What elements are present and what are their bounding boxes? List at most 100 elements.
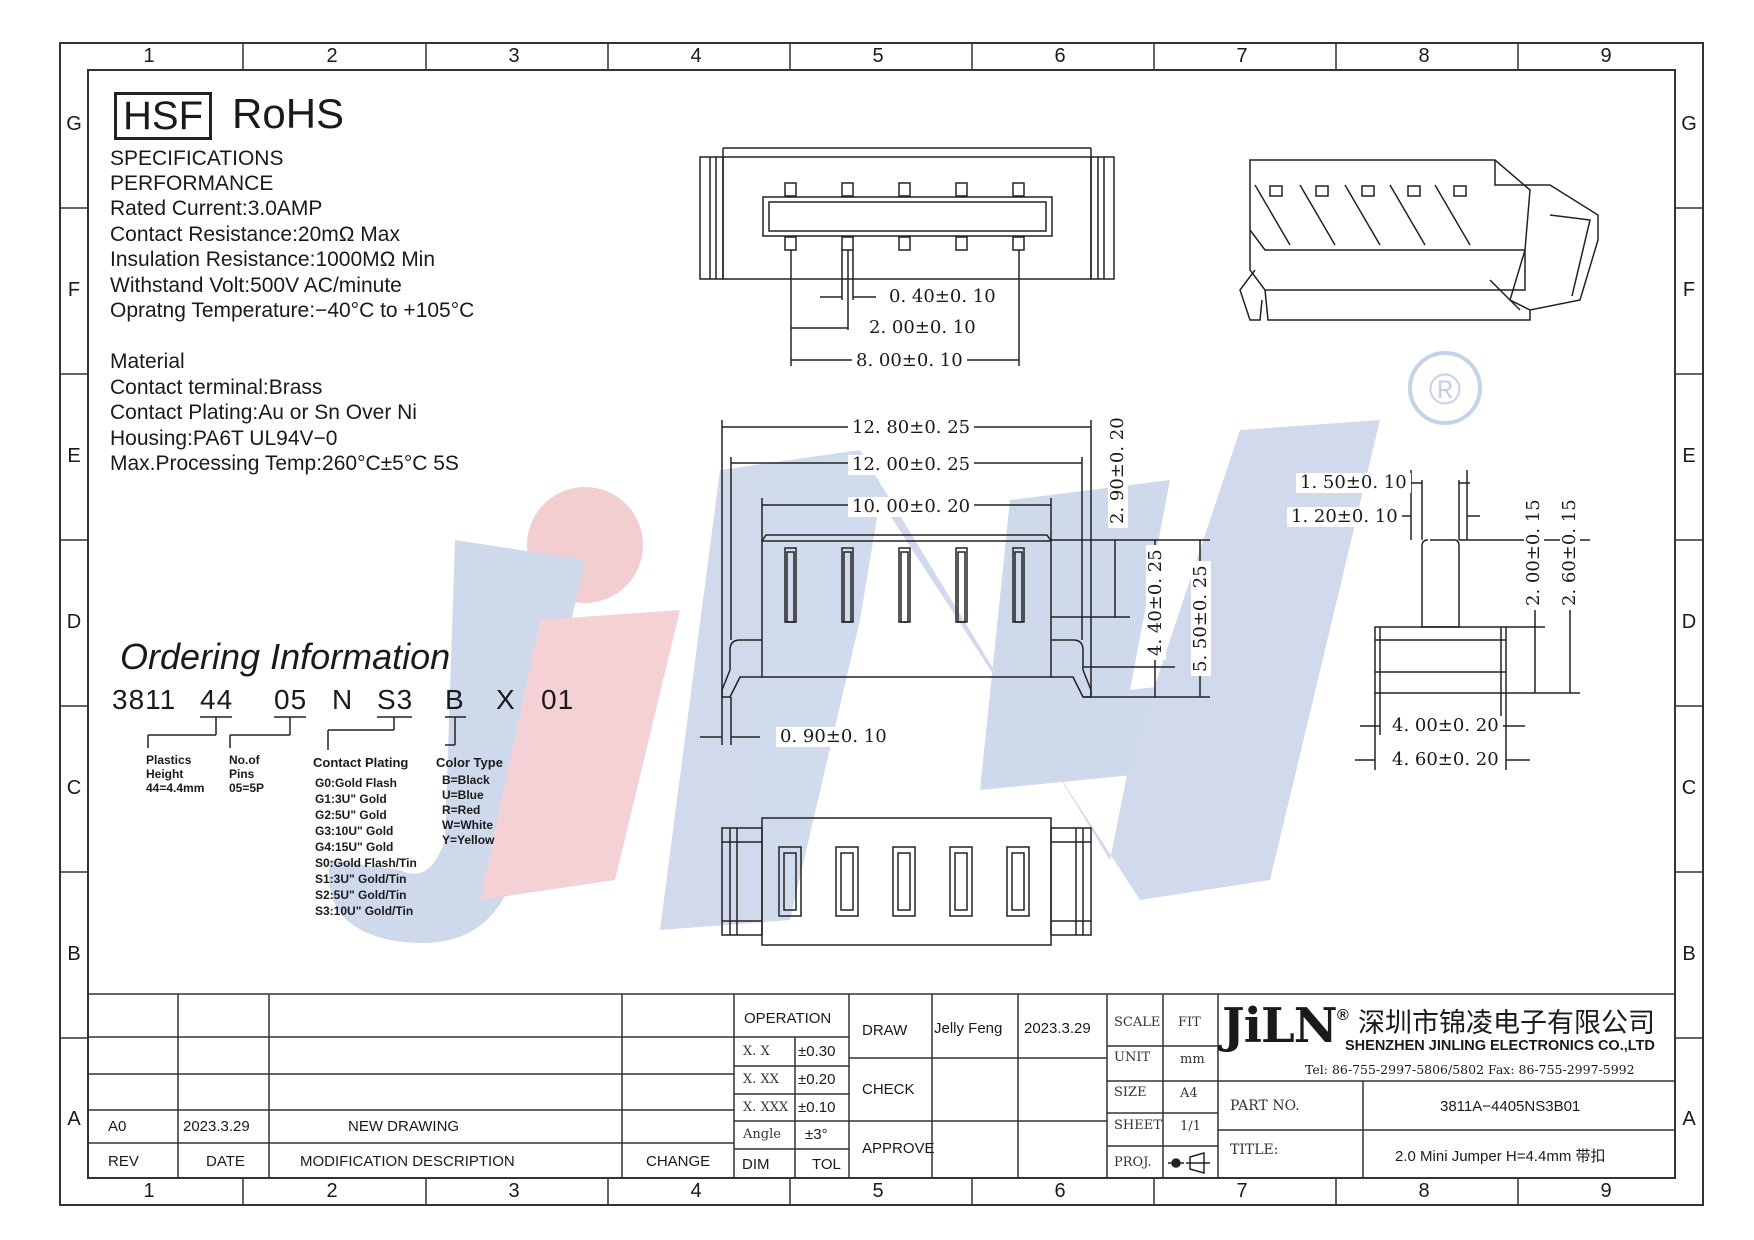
tb-sheet-value: 1/1	[1180, 1119, 1201, 1134]
dim-8-00: 8. 00±0. 10	[852, 351, 967, 371]
ordering-part-8: 01	[541, 684, 575, 715]
ordering-plating-title: Contact Plating	[313, 755, 409, 770]
zone-top-9: 9	[1600, 45, 1612, 67]
tb-x-xxx: X. XXX	[743, 1100, 789, 1115]
company-logo: JiLN	[1222, 998, 1338, 1054]
ordering-plating-3: G3:10U" Gold	[315, 824, 394, 838]
ordering-part-3: 05	[274, 684, 308, 715]
zone-left-f: F	[67, 279, 81, 301]
projection-symbol	[1168, 1152, 1210, 1174]
ordering-color-1: U=Blue	[442, 788, 484, 802]
company-tel-fax: Tel: 86-755-2997-5806/5802 Fax: 86-755-2…	[1305, 1062, 1635, 1077]
zone-left-d: D	[66, 611, 82, 633]
zone-top-3: 3	[508, 45, 520, 67]
ordering-plastics-line2: Height	[146, 767, 184, 781]
ordering-color-2: R=Red	[442, 803, 481, 817]
zone-top-4: 4	[690, 45, 702, 67]
tb-angle-tol: ±3°	[805, 1126, 828, 1143]
ordering-part-4: N	[332, 684, 354, 715]
ordering-plating-4: G4:15U" Gold	[315, 840, 394, 854]
spec-rated-current: Rated Current:3.0AMP	[110, 197, 323, 220]
ordering-plating-2: G2:5U" Gold	[315, 808, 387, 822]
spec-performance: PERFORMANCE	[110, 172, 274, 195]
tb-sheet: SHEET	[1114, 1118, 1162, 1133]
zone-left-e: E	[67, 445, 81, 467]
dim-1-20: 1. 20±0. 10	[1287, 507, 1402, 527]
tb-unit: UNIT	[1114, 1050, 1151, 1065]
change-header: CHANGE	[646, 1153, 711, 1170]
bottom-view	[721, 817, 1092, 946]
tb-x-x-tol: ±0.30	[798, 1043, 836, 1060]
dim-12-00: 12. 00±0. 25	[848, 455, 975, 475]
ordering-part-6: B	[445, 684, 465, 715]
tb-check: CHECK	[862, 1081, 915, 1098]
ordering-part-1: 3811	[112, 684, 177, 715]
rohs-label: RoHS	[232, 90, 345, 137]
isometric-view	[1239, 159, 1599, 321]
zone-top-8: 8	[1418, 45, 1430, 67]
ordering-part-7: X	[496, 684, 516, 715]
ordering-color-3: W=White	[442, 818, 493, 832]
zone-left-g: G	[66, 113, 82, 135]
ordering-color-0: B=Black	[442, 773, 490, 787]
ordering-part-2: 44	[200, 684, 234, 715]
zone-bottom-8: 8	[1418, 1180, 1430, 1202]
spec-housing: Housing:PA6T UL94V−0	[110, 427, 338, 450]
hsf-badge: HSF	[114, 92, 212, 140]
tb-operation: OPERATION	[744, 1010, 832, 1027]
tb-scale: SCALE	[1114, 1015, 1161, 1030]
tb-x-xxx-tol: ±0.10	[798, 1099, 836, 1116]
zone-top-1: 1	[143, 45, 155, 67]
ordering-pins-line2: Pins	[229, 767, 255, 781]
tb-title: 2.0 Mini Jumper H=4.4mm 带扣	[1395, 1148, 1606, 1165]
zone-right-c: C	[1681, 777, 1697, 799]
zone-left-b: B	[67, 943, 81, 965]
tb-unit-value: mm	[1180, 1052, 1205, 1067]
watermark-registered: ®	[1429, 365, 1461, 414]
tb-tol: TOL	[812, 1156, 841, 1173]
zone-top-6: 6	[1054, 45, 1066, 67]
zone-bottom-3: 3	[508, 1180, 520, 1202]
tb-scale-value: FIT	[1178, 1015, 1201, 1030]
zone-bottom-9: 9	[1600, 1180, 1612, 1202]
tb-draw-date: 2023.3.29	[1024, 1020, 1091, 1037]
zone-bottom-7: 7	[1236, 1180, 1248, 1202]
modification-header: MODIFICATION DESCRIPTION	[300, 1153, 515, 1170]
zone-bottom-5: 5	[872, 1180, 884, 1202]
ordering-color-title: Color Type	[436, 755, 503, 770]
dim-4-60: 4. 60±0. 20	[1388, 750, 1503, 770]
ordering-part-5: S3	[377, 684, 414, 715]
zone-bottom-2: 2	[326, 1180, 338, 1202]
tb-part-no-label: PART NO.	[1230, 1098, 1300, 1114]
tb-size-value: A4	[1180, 1086, 1198, 1101]
zone-bottom-1: 1	[143, 1180, 155, 1202]
spec-material: Material	[110, 350, 185, 373]
dim-0-40: 0. 40±0. 10	[885, 287, 1000, 307]
zone-left-a: A	[67, 1108, 81, 1130]
spec-contact-terminal: Contact terminal:Brass	[110, 376, 323, 399]
zone-right-e: E	[1682, 445, 1696, 467]
zone-right-a: A	[1682, 1108, 1696, 1130]
zone-top-7: 7	[1236, 45, 1248, 67]
ordering-color-4: Y=Yellow	[442, 833, 495, 847]
date-value: 2023.3.29	[183, 1118, 250, 1135]
spec-temperature: Opratng Temperature:−40°C to +105°C	[110, 299, 475, 322]
tb-dim: DIM	[742, 1156, 770, 1173]
ordering-plastics-line3: 44=4.4mm	[146, 781, 205, 795]
spec-insulation-resistance: Insulation Resistance:1000MΩ Min	[110, 248, 436, 271]
tb-x-x: X. X	[743, 1044, 770, 1059]
tb-angle: Angle	[743, 1127, 781, 1142]
spec-heading: SPECIFICATIONS	[110, 147, 284, 170]
ordering-title: Ordering Information	[120, 636, 451, 677]
top-view	[699, 147, 1115, 366]
zone-top-5: 5	[872, 45, 884, 67]
tb-x-xx: X. XX	[743, 1072, 780, 1087]
tb-draw: DRAW	[862, 1022, 908, 1039]
modification-value: NEW DRAWING	[348, 1118, 460, 1135]
zone-right-b: B	[1682, 943, 1696, 965]
company-name-cn: 深圳市锦凌电子有限公司	[1358, 1008, 1655, 1039]
dim-2-00: 2. 00±0. 10	[865, 318, 980, 338]
ordering-plating-8: S3:10U" Gold/Tin	[315, 904, 414, 918]
